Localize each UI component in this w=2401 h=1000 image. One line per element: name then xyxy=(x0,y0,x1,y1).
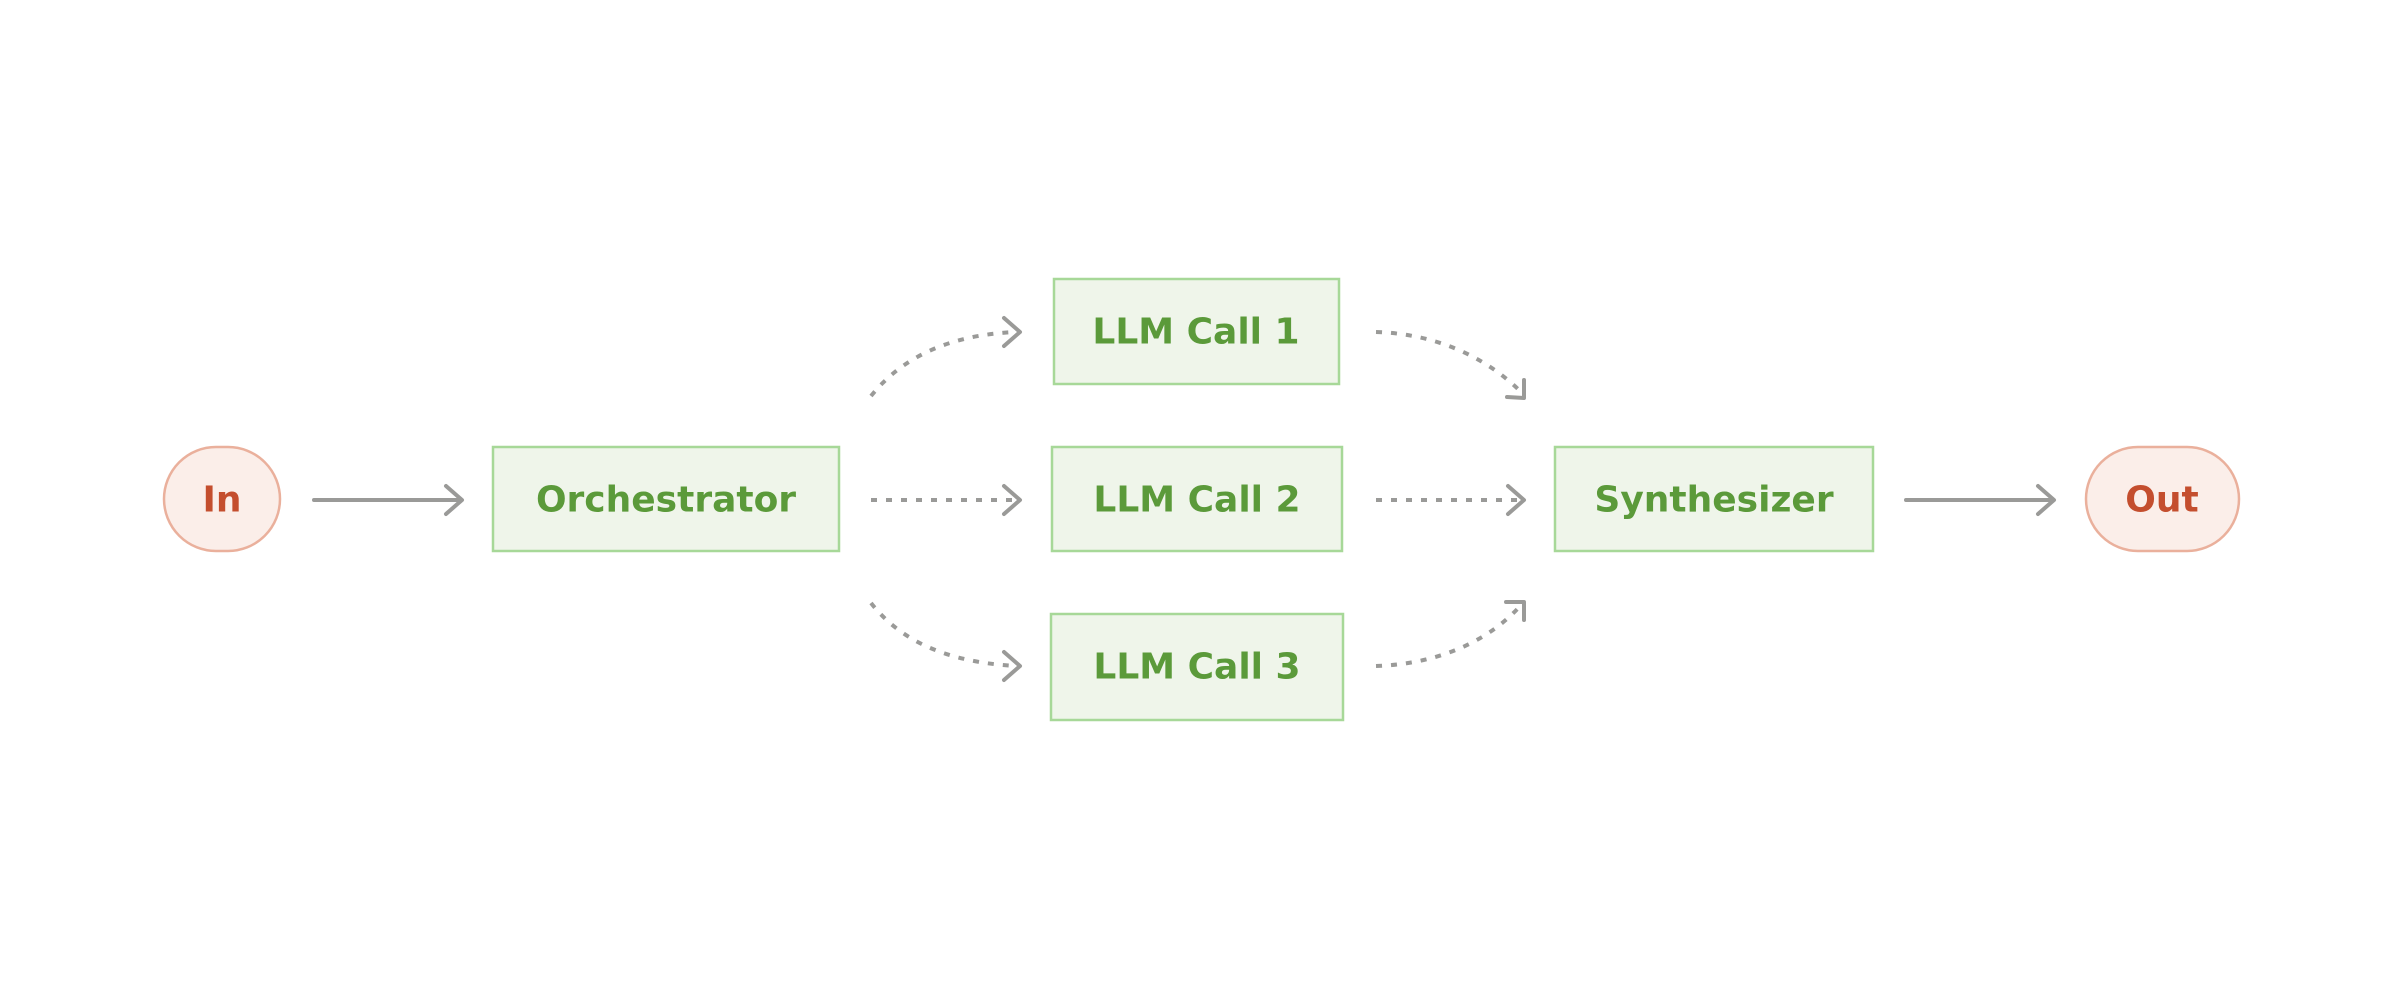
arrowhead-icon xyxy=(1505,378,1526,400)
arrowhead-icon xyxy=(444,484,464,516)
edge-in-to-orchestrator xyxy=(312,484,464,516)
node-llm-call-2: LLM Call 2 xyxy=(1050,445,1344,553)
arrowhead-icon xyxy=(1002,650,1022,682)
node-llm-call-1: LLM Call 1 xyxy=(1052,277,1341,386)
node-synthesizer: Synthesizer xyxy=(1553,445,1875,553)
node-llm-call-1-label: LLM Call 1 xyxy=(1092,312,1299,353)
edge-llm-call-3-to-synthesizer xyxy=(1375,600,1526,668)
edge-orchestrator-to-llm-call-1 xyxy=(869,316,1022,398)
node-in: In xyxy=(162,445,282,553)
node-orchestrator: Orchestrator xyxy=(491,445,841,553)
edge-orchestrator-to-llm-call-3 xyxy=(869,601,1022,682)
edge-llm-call-2-to-synthesizer xyxy=(1376,484,1526,516)
edge-orchestrator-to-llm-call-2 xyxy=(871,484,1022,516)
edge-synthesizer-to-out xyxy=(1904,484,2056,516)
node-out-label: Out xyxy=(2125,480,2198,521)
edge-llm-call-1-to-synthesizer xyxy=(1375,330,1526,400)
node-orchestrator-label: Orchestrator xyxy=(536,480,796,521)
arrowhead-icon xyxy=(2036,484,2056,516)
node-out: Out xyxy=(2084,445,2241,553)
arrowhead-icon xyxy=(1002,484,1022,516)
arrowhead-icon xyxy=(1002,316,1022,348)
node-llm-call-3: LLM Call 3 xyxy=(1049,612,1345,722)
arrowhead-icon xyxy=(1506,484,1526,516)
node-in-label: In xyxy=(202,480,241,521)
node-llm-call-3-label: LLM Call 3 xyxy=(1093,647,1300,688)
node-synthesizer-label: Synthesizer xyxy=(1594,480,1833,521)
arrowhead-icon xyxy=(1504,600,1526,622)
node-llm-call-2-label: LLM Call 2 xyxy=(1093,480,1300,521)
